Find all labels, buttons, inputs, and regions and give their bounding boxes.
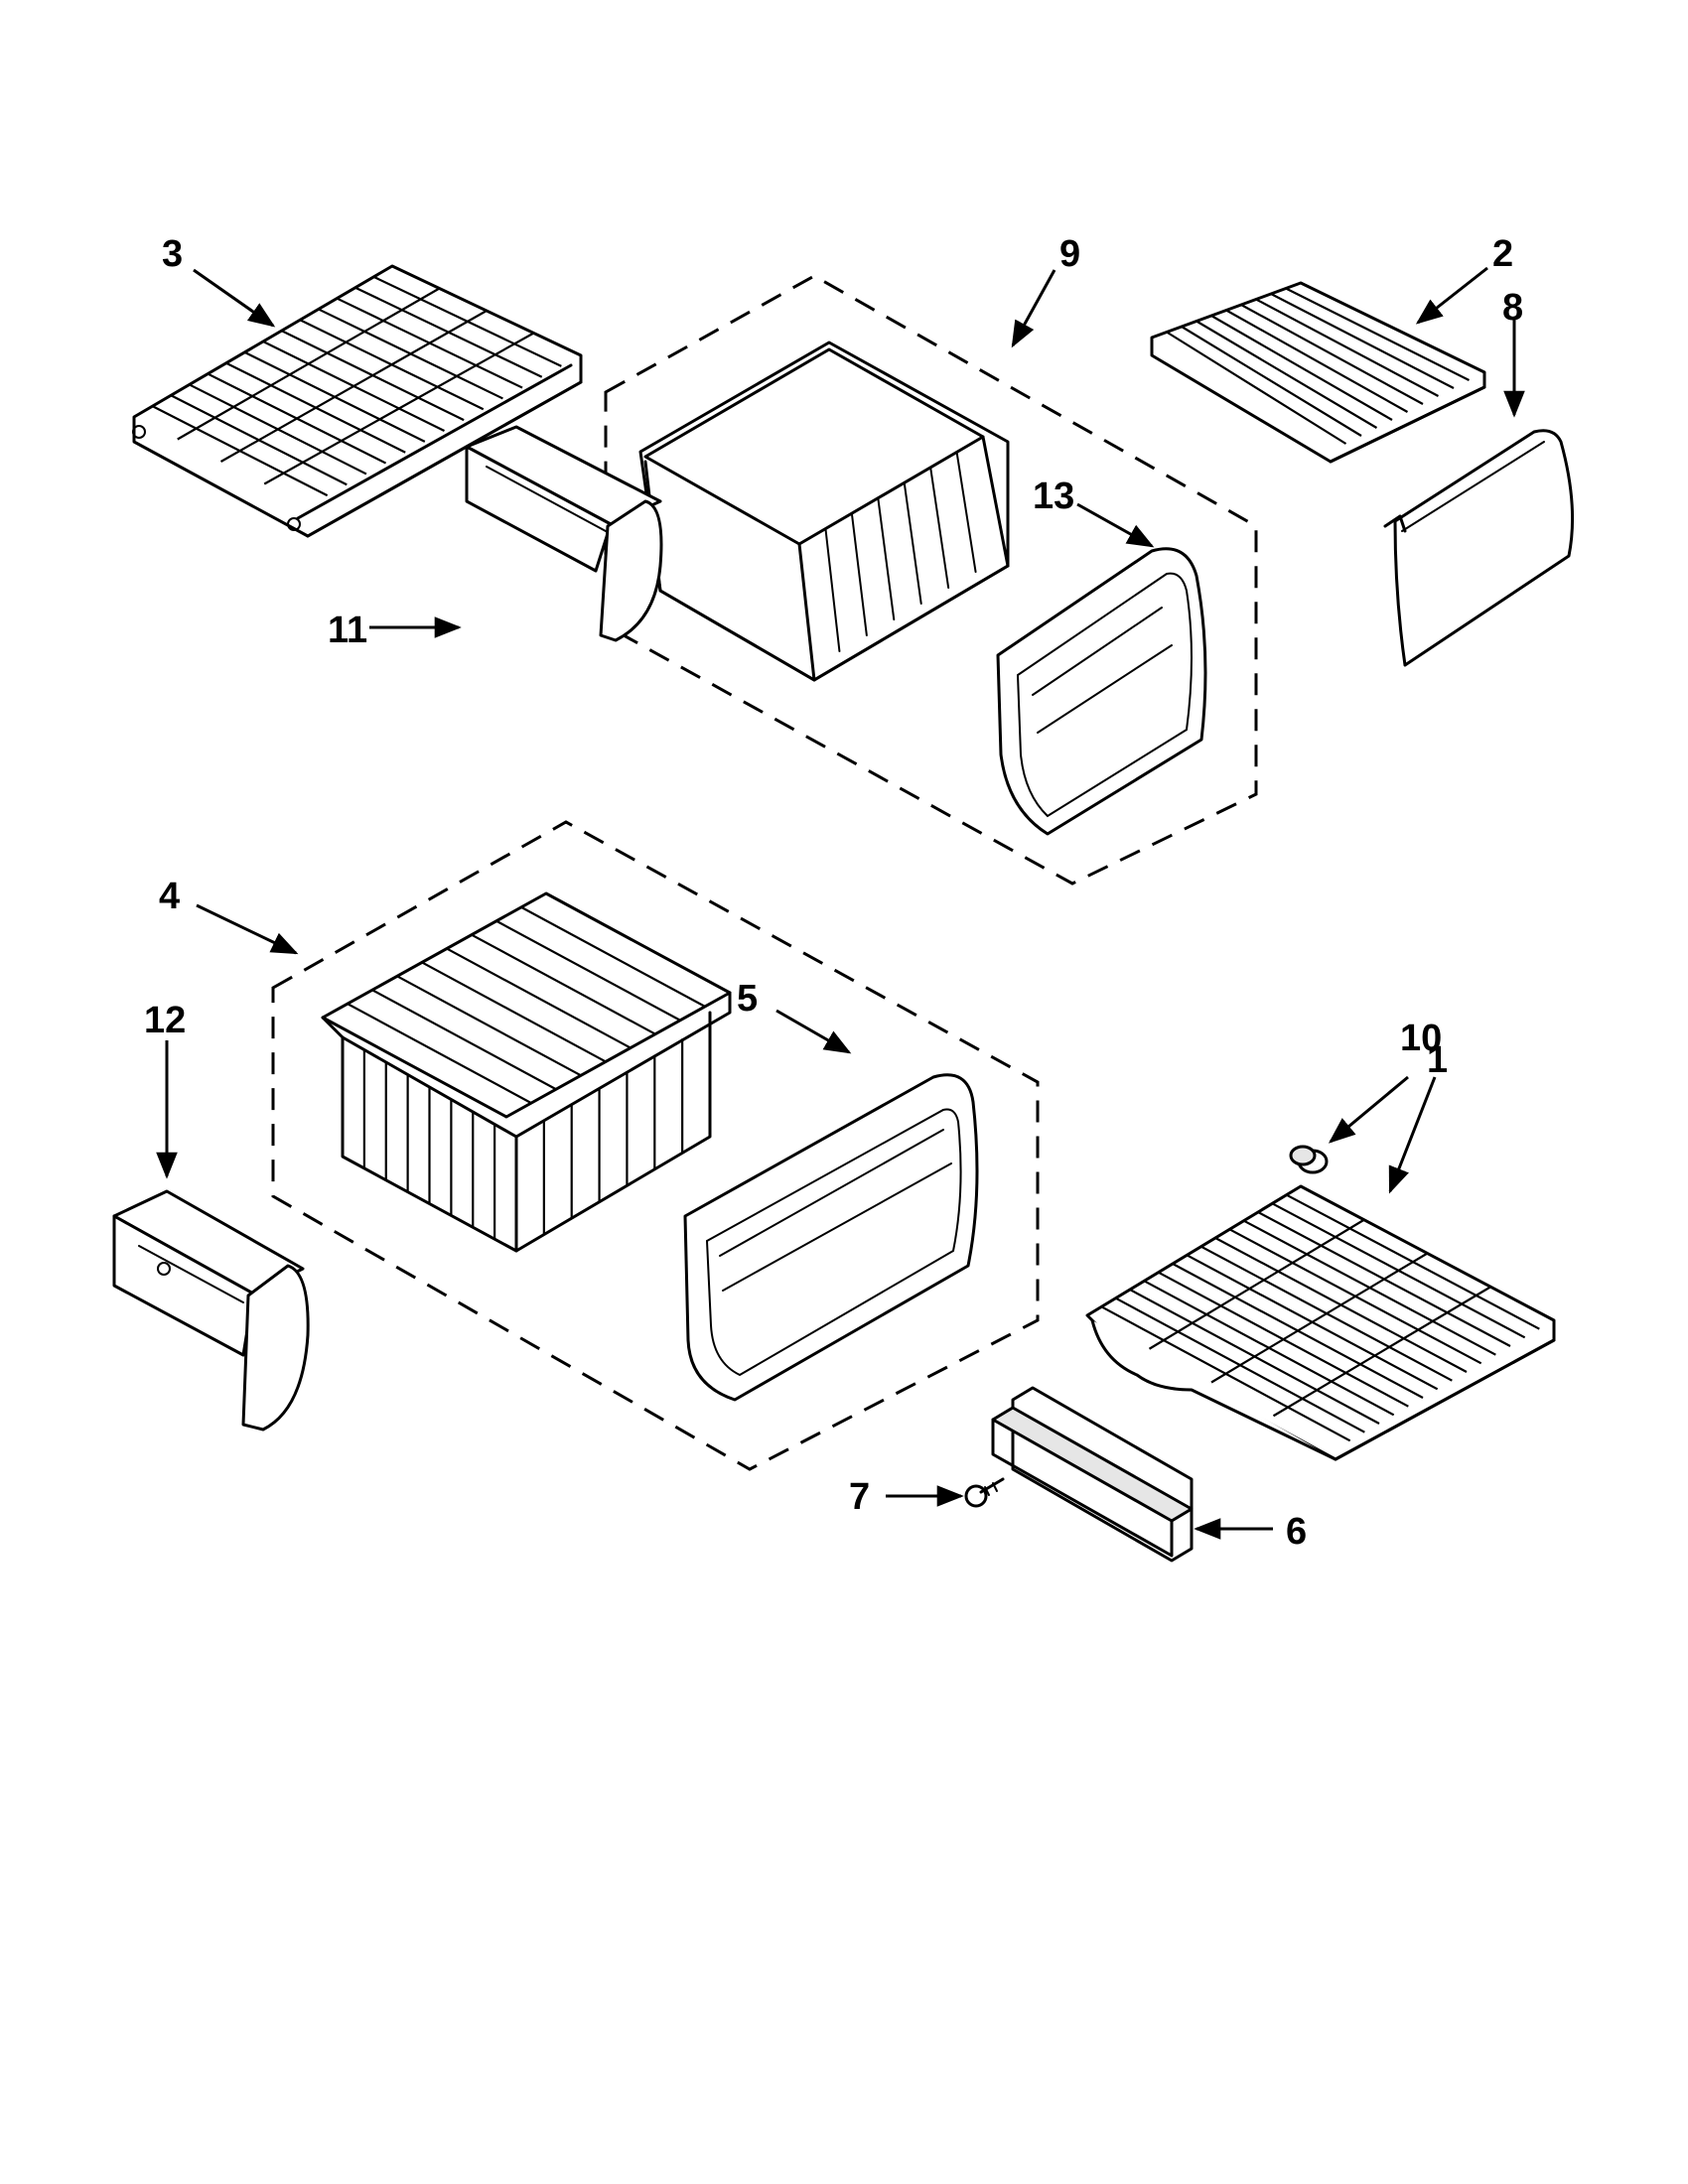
screw-part-7	[964, 1477, 1005, 1508]
end-cap-part-12	[112, 1189, 310, 1432]
callout-8: 8	[1502, 287, 1523, 329]
leader-13	[1076, 502, 1155, 548]
assembly-outline-4	[271, 820, 1040, 1471]
callout-4: 4	[159, 876, 180, 917]
callout-6: 6	[1286, 1511, 1307, 1553]
wire-shelf-part-1	[1085, 1184, 1556, 1461]
rail-bracket-part-6	[991, 1386, 1194, 1563]
basket-front-part-5	[683, 1073, 979, 1402]
callout-9: 9	[1059, 233, 1080, 275]
callout-2: 2	[1492, 233, 1513, 275]
callout-11: 11	[328, 610, 367, 651]
leader-10	[1328, 1075, 1409, 1144]
callout-5: 5	[737, 978, 758, 1020]
leader-5	[775, 1009, 852, 1054]
shelf-trim-part-8	[1383, 429, 1575, 667]
spacer-part-10	[1289, 1145, 1329, 1174]
leader-1	[1388, 1076, 1437, 1194]
leader-3	[193, 268, 276, 328]
wire-shelf-part-3	[132, 264, 583, 538]
crisper-front-part-13	[996, 547, 1207, 836]
callout-7: 7	[849, 1476, 870, 1518]
callout-3: 3	[162, 233, 183, 275]
callout-10: 10	[1400, 1018, 1442, 1059]
wire-basket-part-4	[321, 891, 732, 1253]
leader-9	[1011, 269, 1056, 348]
leader-4	[196, 903, 299, 955]
crisper-pan-part-9	[638, 341, 1010, 682]
callout-12: 12	[144, 1000, 186, 1041]
callout-13: 13	[1033, 476, 1074, 517]
callout-1: 1	[1427, 1039, 1448, 1081]
wire-shelf-part-2	[1150, 281, 1486, 464]
leader-2	[1415, 266, 1488, 325]
end-cap-part-11	[465, 425, 663, 642]
